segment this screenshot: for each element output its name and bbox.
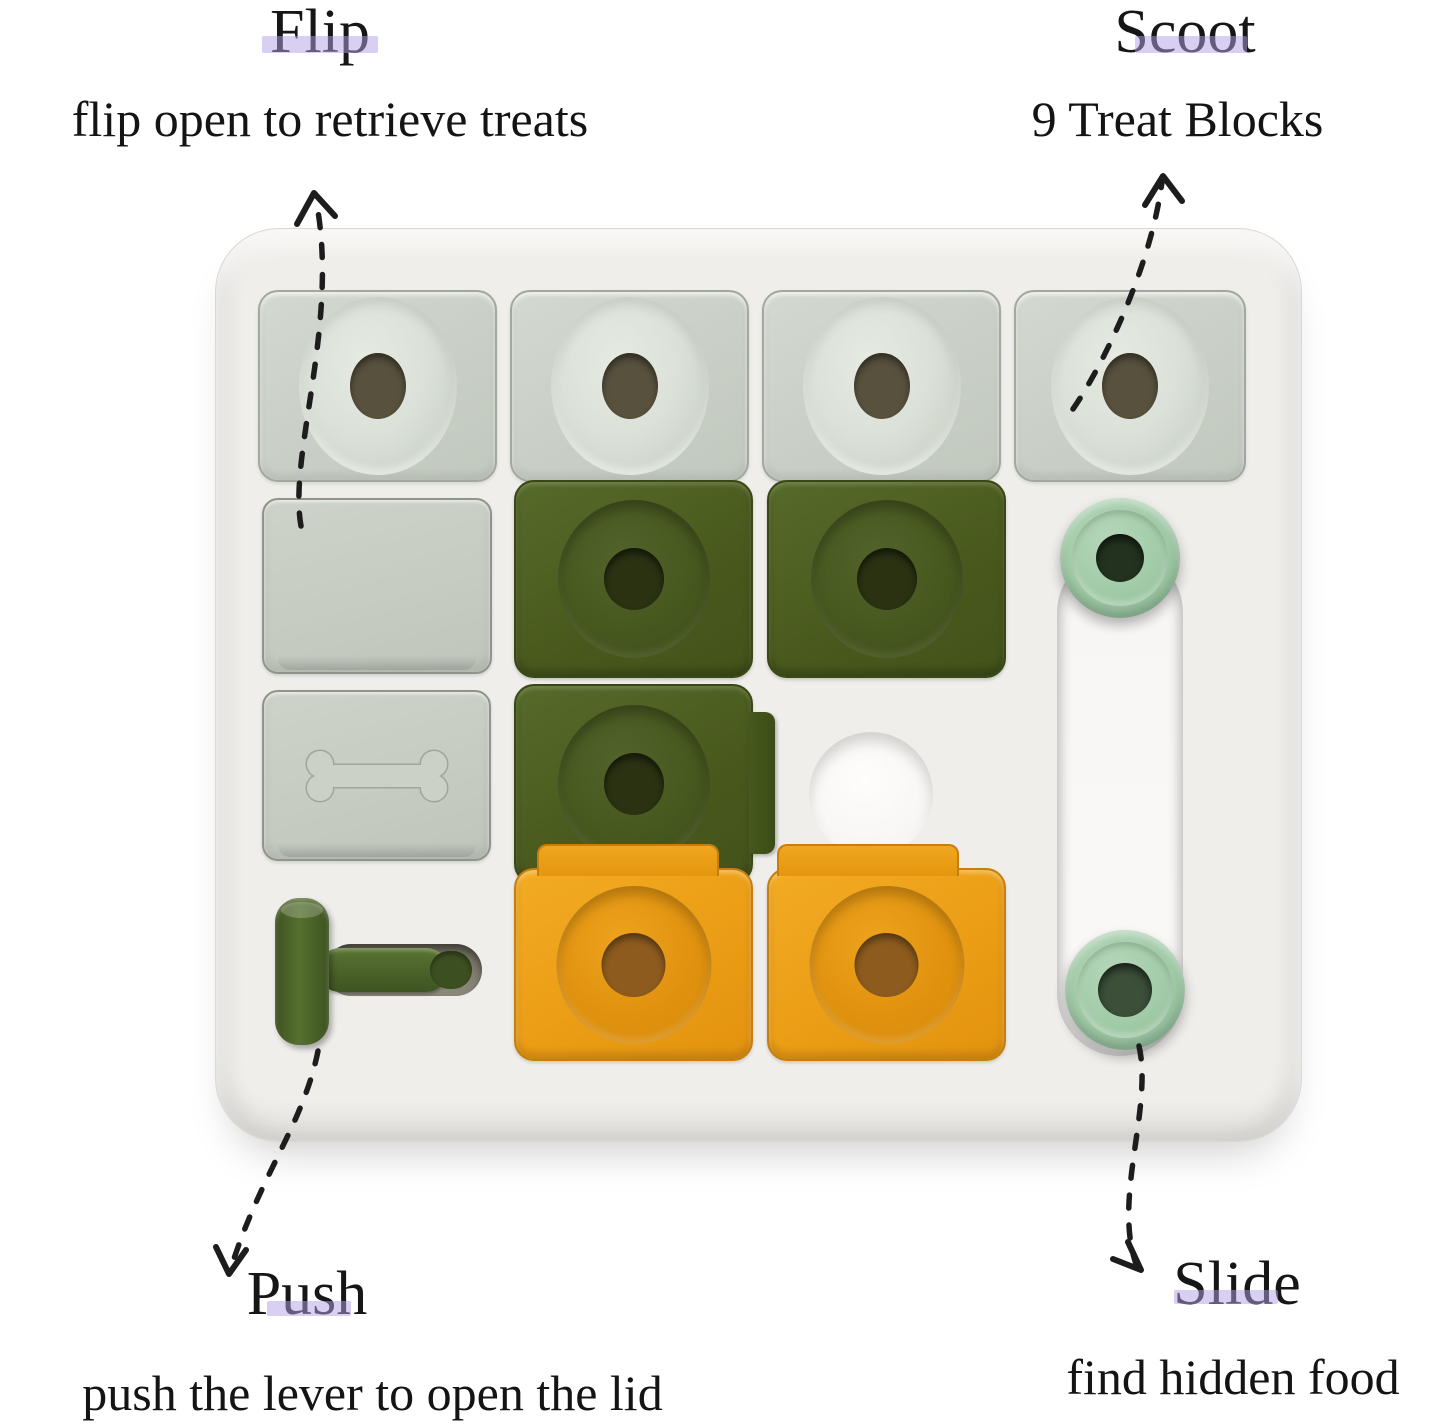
treat-recess [556,885,711,1044]
orange-treat-block-1 [514,844,753,1061]
orange-treat-block-2 [767,844,1006,1061]
scoot-description: 9 Treat Blocks [1031,91,1324,147]
treat-hole [1102,353,1158,419]
green-treat-block-1 [514,480,753,678]
lever-shaft [318,948,448,992]
flip-lid-bone [262,690,491,861]
sage-treat-block-3 [762,290,1001,482]
slide-knob-bottom [1065,930,1185,1050]
treat-hole [349,353,406,419]
flip-lid-plain [262,498,492,674]
sage-treat-block-1 [258,290,497,482]
treat-recess [550,297,709,475]
treat-recess [809,885,964,1044]
treat-recess [298,297,457,475]
treat-recess [802,297,961,475]
block-top-tab [777,844,959,876]
treat-recess [1051,297,1209,475]
sage-treat-block-4 [1014,290,1246,482]
knob-hole [1098,963,1152,1017]
slide-knob-top [1060,498,1180,618]
slide-label: Slide [1173,1250,1301,1318]
bone-icon [302,749,452,803]
push-lever-handle [275,898,329,1045]
treat-hole [603,548,664,610]
treat-hole [853,353,910,419]
treat-hole [601,353,658,419]
scoot-label: Scoot [1114,0,1256,66]
treat-recess [557,500,710,658]
sage-treat-block-2 [510,290,749,482]
push-description: push the lever to open the lid [82,1365,663,1421]
treat-hole [601,932,666,997]
empty-treat-well [809,732,933,856]
block-side-tab [749,712,775,854]
lever-shaft-end [430,951,472,989]
knob-hole [1096,534,1144,582]
green-treat-block-2 [767,480,1006,678]
treat-hole [603,753,664,815]
block-top-tab [537,844,719,876]
treat-recess [810,500,963,658]
treat-hole [856,548,917,610]
treat-recess [557,705,710,863]
flip-label: Flip [270,0,370,66]
slide-description: find hidden food [1066,1349,1400,1405]
flip-description: flip open to retrieve treats [71,91,589,147]
treat-hole [854,932,919,997]
push-label: Push [246,1260,368,1328]
